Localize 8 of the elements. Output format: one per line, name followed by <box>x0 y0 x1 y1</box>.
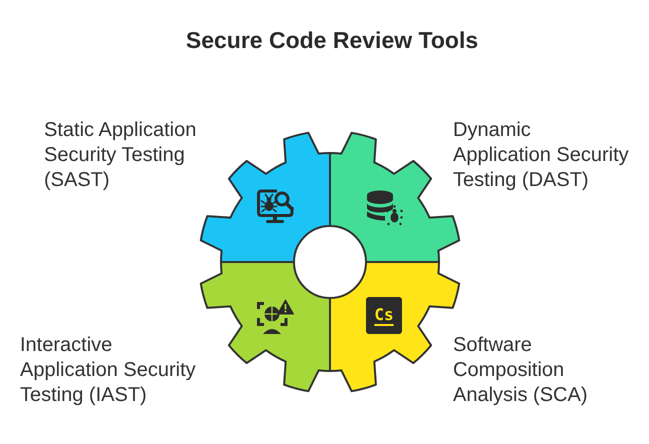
segment-label: Dynamic Application Security Testing (DAST) <box>453 118 630 193</box>
gear-segment <box>200 261 331 392</box>
title: Secure Code Review Tools <box>184 26 480 54</box>
code-tile: Cs <box>366 297 402 334</box>
segment-label: Interactive Application Security Testing (IAST) <box>20 333 197 408</box>
segment-label: Static Application Security Testing (SAST) <box>44 118 198 193</box>
segment-label: Software Composition Analysis (SCA) <box>453 333 588 408</box>
gear-segment <box>200 132 331 263</box>
